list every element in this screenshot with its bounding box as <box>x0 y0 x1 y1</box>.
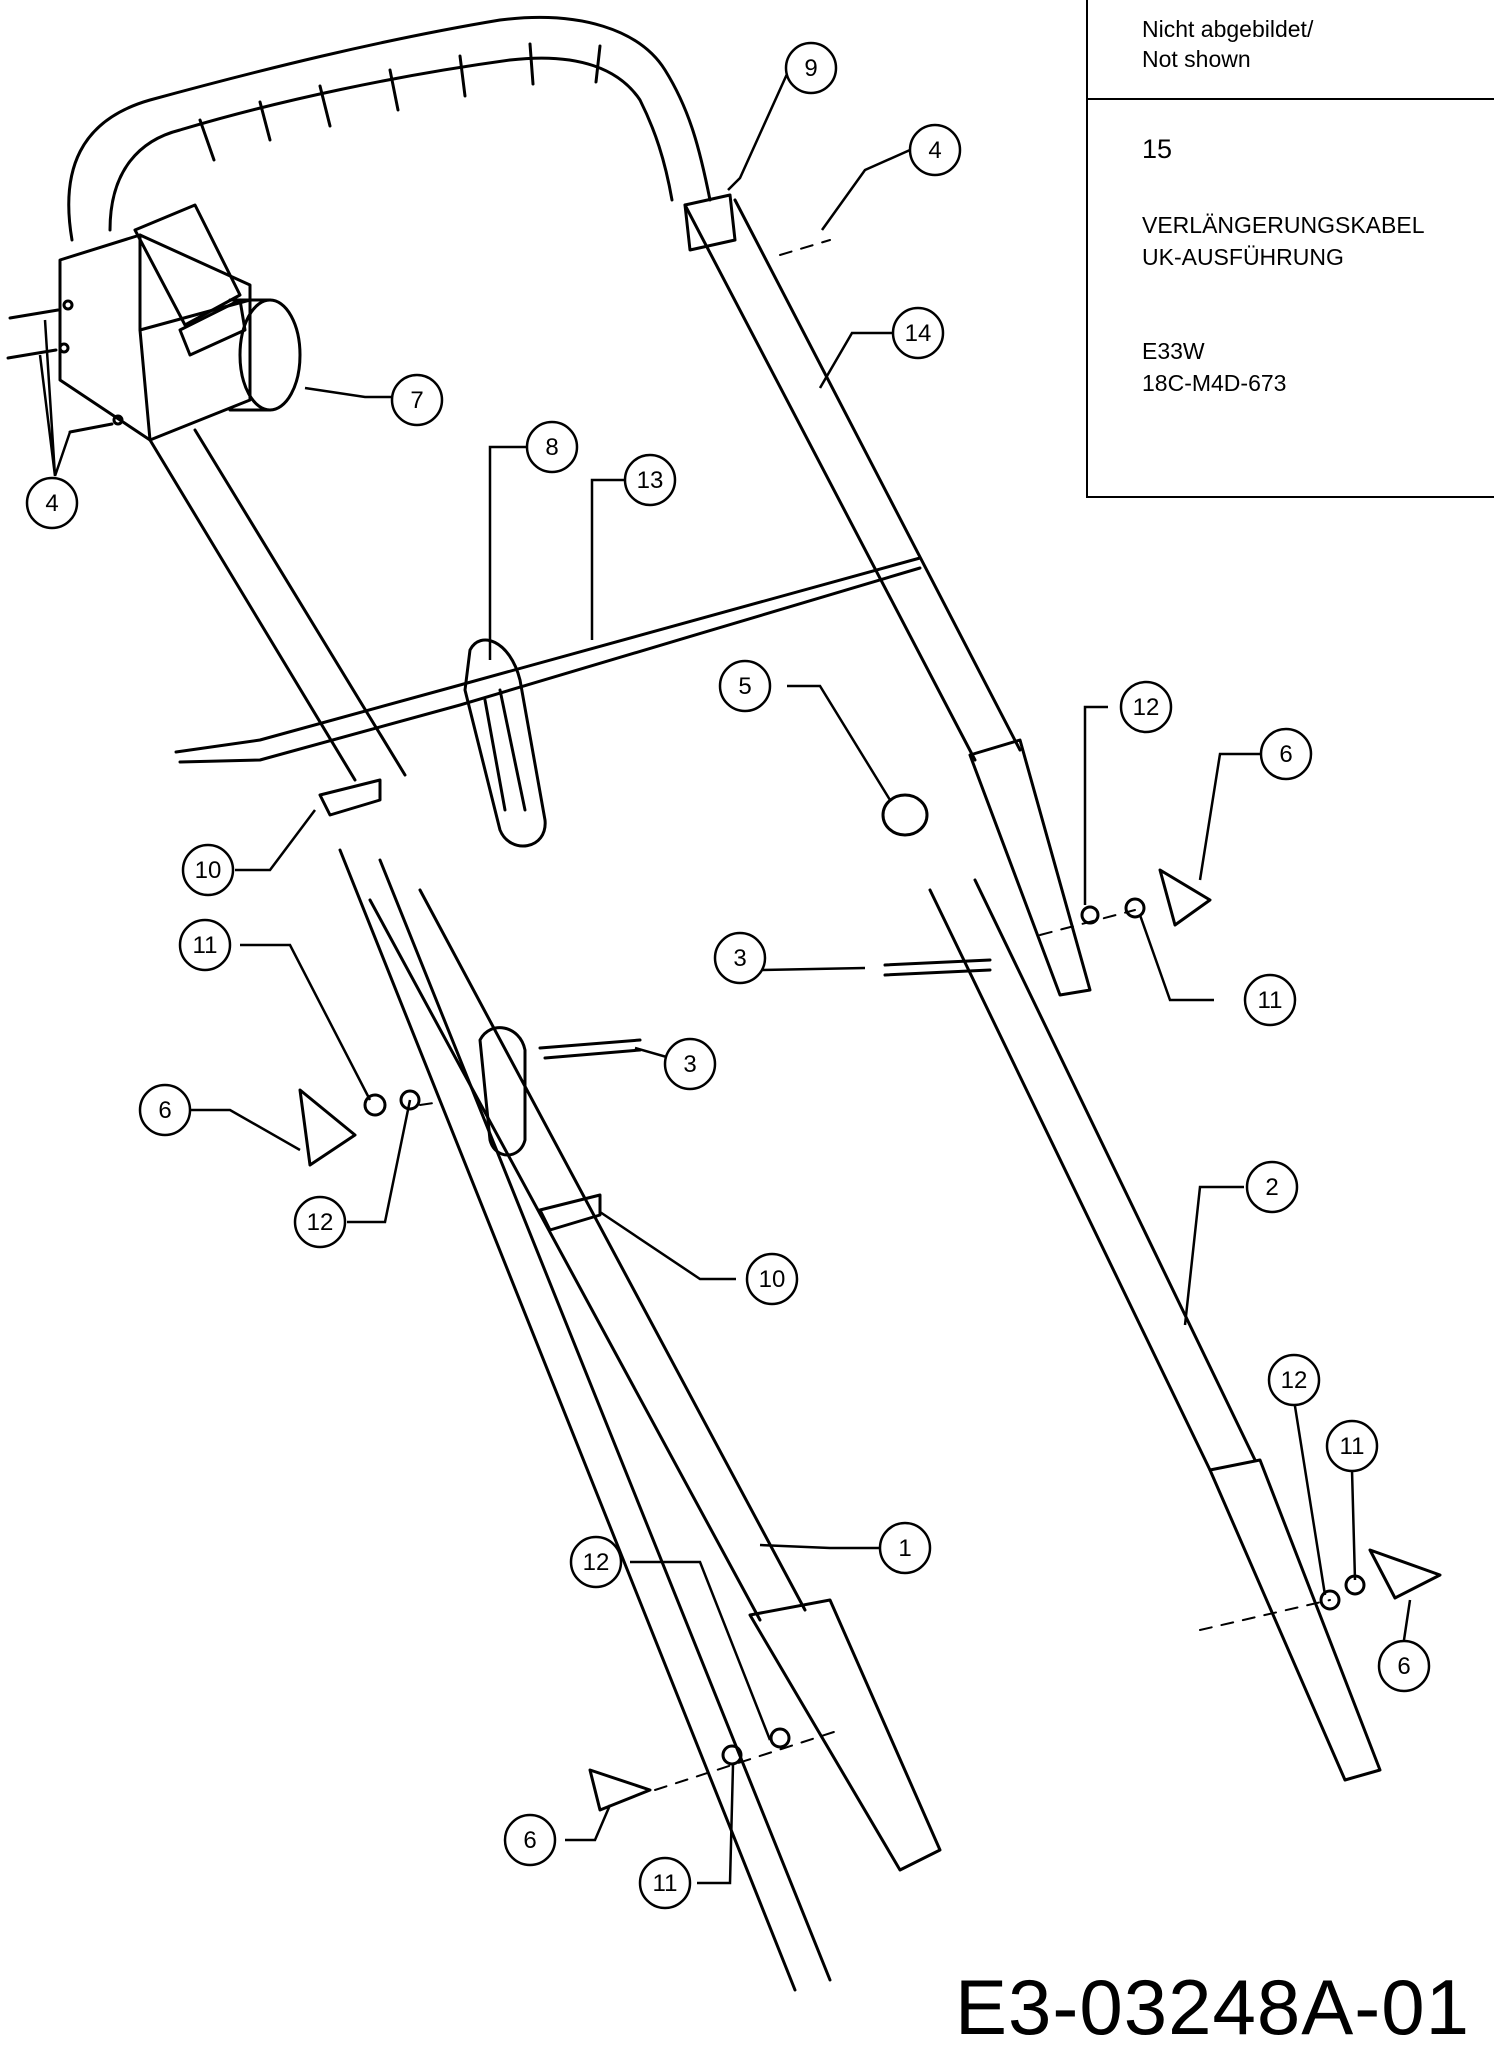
model-number: 18C-M4D-673 <box>1142 370 1287 396</box>
not-shown-part-number: 15 <box>1142 134 1173 164</box>
callout-11-right-upper: 11 <box>1243 973 1297 1027</box>
callout-10-mid: 10 <box>745 1252 799 1306</box>
callout-6-right-lower: 6 <box>1377 1639 1431 1693</box>
cross-bar <box>174 556 922 764</box>
svg-text:6: 6 <box>1279 741 1292 768</box>
svg-text:14: 14 <box>905 320 932 347</box>
callout-3-mid: 3 <box>663 1037 717 1091</box>
part-description-line1: VERLÄNGERUNGSKABEL <box>1142 212 1425 238</box>
callout-4-top: 4 <box>908 123 962 177</box>
svg-text:10: 10 <box>759 1266 786 1293</box>
callout-11-left: 11 <box>178 918 232 972</box>
svg-text:4: 4 <box>45 490 58 517</box>
callout-2: 2 <box>1245 1160 1299 1214</box>
svg-text:6: 6 <box>523 1827 536 1854</box>
svg-text:11: 11 <box>1340 1433 1365 1460</box>
callout-11-bottom: 11 <box>638 1856 692 1910</box>
svg-text:12: 12 <box>583 1549 610 1576</box>
callout-14: 14 <box>891 306 945 360</box>
info-box: Nicht abgebildet/ Not shown 15 VERLÄNGER… <box>1086 0 1494 498</box>
svg-text:6: 6 <box>158 1097 171 1124</box>
svg-text:12: 12 <box>307 1209 334 1236</box>
svg-text:3: 3 <box>733 945 746 972</box>
callout-7: 7 <box>390 373 444 427</box>
svg-text:5: 5 <box>738 673 751 700</box>
handle-bow-inner <box>108 56 674 232</box>
callout-12-left: 12 <box>293 1195 347 1249</box>
cable <box>338 848 832 1992</box>
callout-12-right-upper: 12 <box>1119 680 1173 734</box>
svg-text:1: 1 <box>898 1535 911 1562</box>
svg-text:6: 6 <box>1397 1653 1410 1680</box>
model-name: E33W <box>1142 338 1205 364</box>
cable-clip <box>463 638 547 848</box>
svg-text:9: 9 <box>804 55 817 82</box>
handle-bow <box>67 16 712 242</box>
part-description-line2: UK-AUSFÜHRUNG <box>1142 244 1344 270</box>
callout-12-bottom: 12 <box>569 1535 623 1589</box>
svg-text:10: 10 <box>195 857 222 884</box>
svg-text:11: 11 <box>1258 987 1283 1014</box>
callout-1: 1 <box>878 1521 932 1575</box>
svg-text:11: 11 <box>653 1870 678 1897</box>
svg-text:4: 4 <box>928 137 941 164</box>
callout-6-left: 6 <box>138 1083 192 1137</box>
not-shown-note-en: Not shown <box>1142 46 1251 72</box>
callout-8: 8 <box>525 420 579 474</box>
callout-12-right-lower: 12 <box>1267 1353 1321 1407</box>
callout-6-bottom: 6 <box>503 1813 557 1867</box>
info-divider <box>1088 98 1494 100</box>
lower-left-tube <box>368 888 807 1622</box>
callout-6-right-upper: 6 <box>1259 727 1313 781</box>
svg-text:11: 11 <box>193 932 218 959</box>
diagram-id: E3-03248A-01 <box>954 1963 1470 2051</box>
not-shown-note-de: Nicht abgebildet/ <box>1142 16 1314 42</box>
callout-3-right: 3 <box>713 931 767 985</box>
callout-9: 9 <box>784 41 838 95</box>
callout-11-right-lower: 11 <box>1325 1419 1379 1473</box>
svg-text:2: 2 <box>1265 1174 1278 1201</box>
lower-right-tube <box>928 878 1257 1472</box>
callout-4-left: 4 <box>25 476 79 530</box>
left-upper-tube <box>148 428 407 782</box>
callout-10-left: 10 <box>181 843 235 897</box>
callout-5: 5 <box>718 659 772 713</box>
svg-text:7: 7 <box>410 387 423 414</box>
svg-text:13: 13 <box>637 467 664 494</box>
svg-text:3: 3 <box>683 1051 696 1078</box>
svg-text:8: 8 <box>545 434 558 461</box>
switch-box <box>58 203 302 442</box>
callout-13: 13 <box>623 453 677 507</box>
right-upper-tube <box>683 198 1022 762</box>
svg-text:12: 12 <box>1281 1367 1308 1394</box>
svg-text:12: 12 <box>1133 694 1160 721</box>
